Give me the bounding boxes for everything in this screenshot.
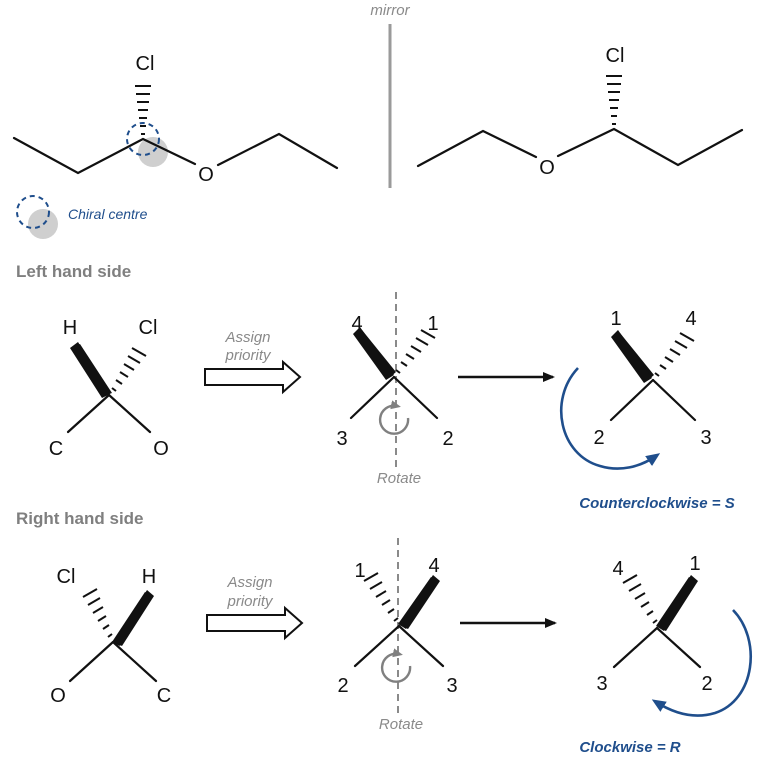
atom-cl: Cl	[57, 566, 76, 588]
hashed-bond-cl	[82, 588, 113, 638]
bond-3	[397, 624, 445, 668]
bond-c	[66, 393, 111, 434]
bond-2	[655, 626, 702, 669]
chlorine-atom-left: Cl	[136, 53, 155, 75]
rotated-molecule-right: 4 1 3 2	[596, 553, 752, 717]
bond-o	[107, 393, 152, 434]
bond-3	[349, 375, 396, 420]
right-molecule: Cl H O C	[50, 566, 171, 707]
priority-2: 2	[337, 675, 348, 697]
assign-label-line2: priority	[226, 593, 274, 610]
ethyl-bonds-left	[216, 132, 339, 170]
rotated-priority-4: 4	[612, 558, 623, 580]
bond-2	[353, 624, 401, 668]
left-enantiomer: Cl O	[12, 53, 339, 186]
rotated-priority-1: 1	[689, 553, 700, 575]
atom-c: C	[157, 685, 171, 707]
rotated-priority-4: 4	[685, 308, 696, 330]
clockwise-arrow-icon	[651, 609, 752, 717]
atom-o: O	[50, 685, 66, 707]
result-right: Clockwise = R	[579, 739, 680, 756]
rotated-priority-2: 2	[701, 673, 712, 695]
bond-2	[609, 378, 655, 422]
rotated-molecule-left: 1 4 2 3	[560, 308, 712, 470]
assign-priority-step-left: Assign priority	[204, 329, 302, 395]
chiral-centre-highlight	[138, 137, 168, 167]
rotate-label: Rotate	[377, 470, 421, 487]
atom-h: H	[63, 317, 77, 339]
rotate-label: Rotate	[379, 716, 423, 733]
rotate-arrow-icon	[378, 400, 410, 435]
priority-3: 3	[336, 428, 347, 450]
left-section-title: Left hand side	[16, 262, 131, 281]
hashed-bond-4	[622, 574, 658, 624]
rotate-arrow-icon	[380, 648, 412, 683]
hashed-wedge-right	[606, 75, 622, 125]
legend-dashed-circle-icon	[16, 195, 50, 229]
mirror-label: mirror	[370, 2, 410, 19]
bond-o	[68, 640, 115, 683]
ethyl-bonds-right	[416, 129, 538, 168]
bond-c	[111, 640, 158, 683]
priority-4: 4	[428, 555, 439, 577]
oxygen-atom-right: O	[539, 157, 555, 179]
hollow-arrow-icon	[204, 359, 302, 395]
assign-priority-step-right: Assign priority	[206, 574, 304, 641]
result-left: Counterclockwise = S	[579, 495, 734, 512]
priority-2: 2	[442, 428, 453, 450]
counterclockwise-arrow-icon	[560, 367, 661, 470]
atom-h: H	[142, 566, 156, 588]
legend-label: Chiral centre	[68, 206, 148, 222]
oxygen-atom-left: O	[198, 164, 214, 186]
right-section-title: Right hand side	[16, 509, 144, 528]
atom-c: C	[49, 438, 63, 460]
hashed-bond-1	[363, 572, 399, 622]
rotated-priority-1: 1	[610, 308, 621, 330]
hollow-arrow-icon	[206, 605, 304, 641]
backbone-bonds-right	[556, 127, 744, 167]
left-molecule: H Cl C O	[49, 317, 169, 460]
rotated-priority-2: 2	[593, 427, 604, 449]
priority-molecule-left: 4 1 3 2 Rotate	[336, 292, 454, 487]
assign-label-line2: priority	[224, 347, 272, 364]
assign-label-line1: Assign	[224, 329, 270, 346]
chlorine-atom-right: Cl	[606, 45, 625, 67]
priority-molecule-right: 1 4 2 3 Rotate	[337, 538, 458, 733]
priority-1: 1	[427, 313, 438, 335]
hashed-bond-4	[654, 332, 695, 377]
priority-1: 1	[354, 560, 365, 582]
bond-3	[651, 378, 697, 422]
priority-4: 4	[351, 313, 362, 335]
atom-cl: Cl	[139, 317, 158, 339]
bond-3	[612, 626, 659, 669]
hashed-bond-cl	[111, 347, 147, 392]
rotated-priority-3: 3	[700, 427, 711, 449]
right-enantiomer: Cl O	[416, 45, 744, 179]
bond-2	[392, 375, 439, 420]
rotated-priority-3: 3	[596, 673, 607, 695]
hashed-bond-1	[395, 329, 436, 374]
atom-o: O	[153, 438, 169, 460]
backbone-bonds-left	[12, 136, 197, 175]
priority-3: 3	[446, 675, 457, 697]
assign-label-line1: Assign	[226, 574, 272, 591]
mirror: mirror	[370, 2, 411, 188]
chiral-centre-legend: Chiral centre	[16, 195, 148, 239]
chiral-centre-marker	[126, 122, 160, 156]
hashed-wedge-left	[135, 85, 151, 135]
